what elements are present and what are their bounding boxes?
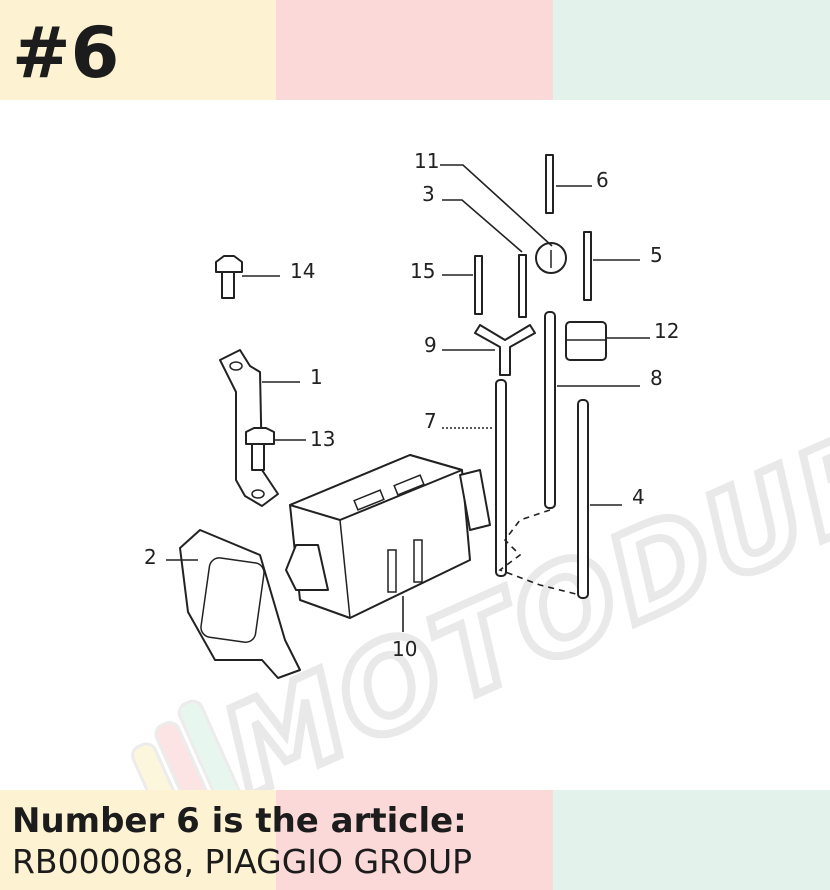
callout-12: 12 [654,319,679,343]
part-7-tube [442,379,507,577]
footer-color-band [0,790,830,890]
callout-8: 8 [650,366,663,390]
band-mint [553,0,830,100]
part-11-cap [440,164,567,274]
band-cream [0,790,276,890]
callout-15: 15 [410,259,435,283]
band-pink [276,790,553,890]
callout-2: 2 [144,545,157,569]
part-13-bolt [245,427,306,471]
callout-11: 11 [414,149,439,173]
callout-1: 1 [310,365,323,389]
part-8-tube [544,311,640,509]
part-1-bracket [219,349,300,507]
part-2-sleeve [166,529,301,679]
item-number-title: #6 [12,12,120,94]
part-9-y-connector [442,324,536,376]
band-pink [276,0,553,100]
callout-3: 3 [422,182,435,206]
part-5-bolt [583,231,640,301]
part-12-mount [565,321,650,361]
article-heading: Number 6 is the article: [12,801,467,841]
part-3-pin [442,199,527,318]
callout-9: 9 [424,333,437,357]
callout-10: 10 [392,637,417,661]
part-10-canister [285,454,491,632]
callout-labels: 1 2 3 4 5 6 7 8 9 10 11 12 13 14 15 [144,149,679,661]
callout-14: 14 [290,259,315,283]
callout-7: 7 [424,409,437,433]
part-14-bolt [215,255,280,299]
callout-5: 5 [650,243,663,267]
callout-13: 13 [310,427,335,451]
header-color-band [0,0,830,100]
parts-diagram: MOTODUBCIA [131,149,830,790]
article-code: RB000088, PIAGGIO GROUP [12,842,473,881]
band-mint [553,790,830,890]
hose-routing-dashed [498,509,581,596]
part-6-bolt [545,154,592,214]
part-15-pin [442,255,483,315]
callout-4: 4 [632,485,645,509]
band-cream [0,0,276,100]
callout-6: 6 [596,168,609,192]
part-4-tube [577,399,622,599]
